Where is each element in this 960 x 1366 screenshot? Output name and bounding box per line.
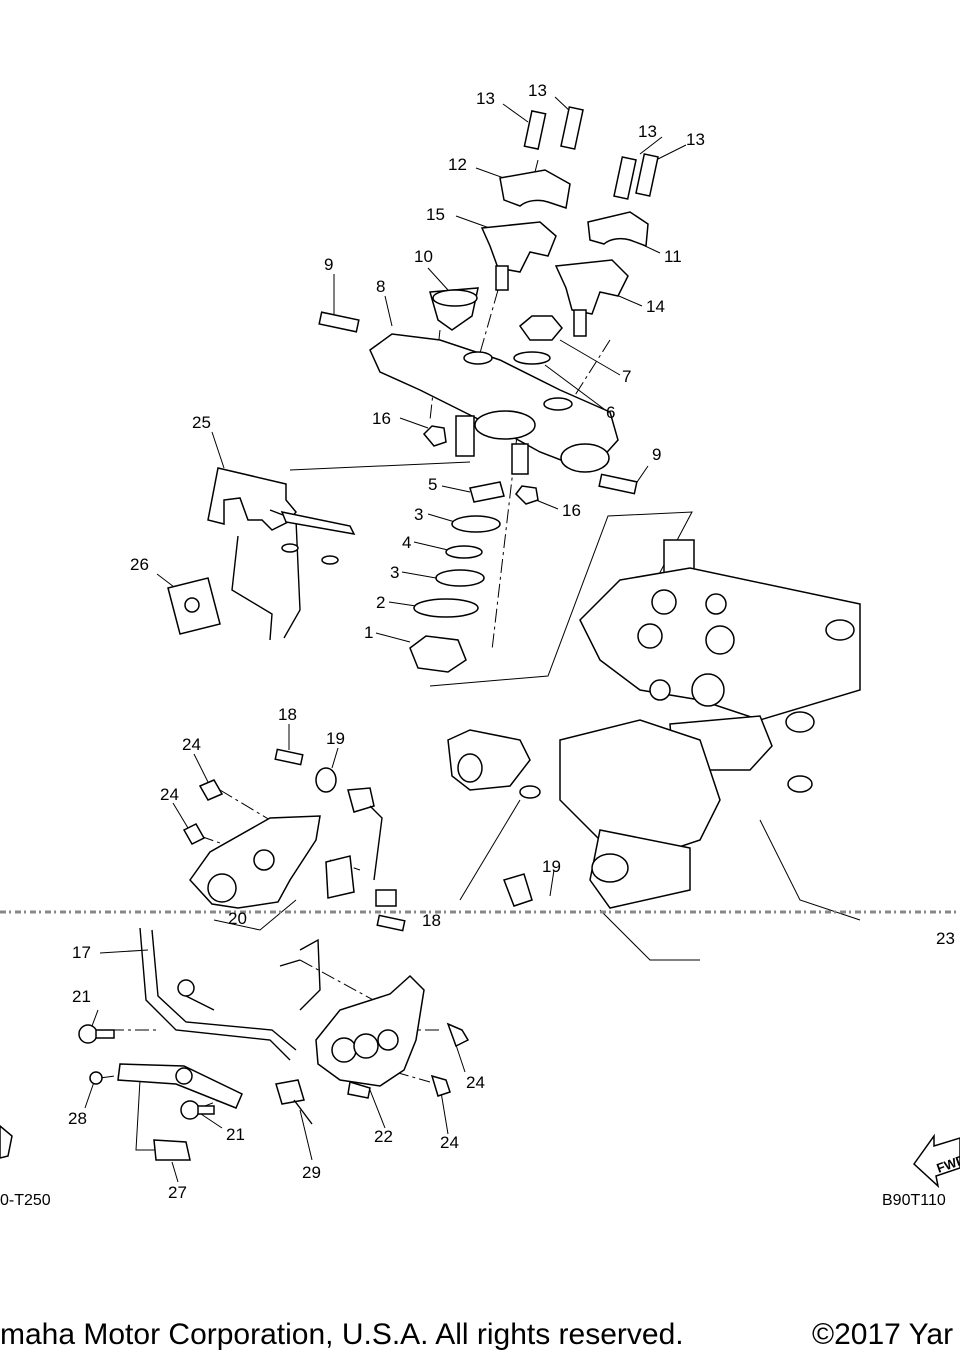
callout-3: 3 [414, 505, 423, 524]
callout-26: 26 [130, 555, 149, 574]
callout-11: 11 [664, 247, 682, 266]
fwd-arrow-left-icon [0, 1125, 13, 1159]
callout-17: 17 [72, 943, 91, 962]
middle-bracket [182, 748, 406, 932]
footer-copyright-left: maha Motor Corporation, U.S.A. All right… [0, 1318, 684, 1351]
callout-10: 10 [414, 247, 433, 266]
callout-27: 27 [168, 1183, 187, 1202]
callout-29: 29 [302, 1163, 321, 1182]
callout-16: 16 [562, 501, 581, 520]
callout-2: 2 [376, 593, 385, 612]
upper-bracket [318, 287, 638, 495]
callout-21: 21 [72, 987, 91, 1006]
callout-28: 28 [68, 1109, 87, 1128]
collar-19-right [503, 873, 533, 907]
callout-24: 24 [182, 735, 201, 754]
callout-19: 19 [542, 857, 561, 876]
callout-14: 14 [646, 297, 665, 316]
stay-17 [139, 927, 321, 1061]
callout-21: 21 [226, 1125, 245, 1144]
footer-copyright-right: ©2017 Yar [812, 1318, 954, 1351]
lower-clamp-holders [480, 221, 629, 337]
callout-16: 16 [372, 409, 391, 428]
callout-24: 24 [466, 1073, 485, 1092]
callout-22: 22 [374, 1127, 393, 1146]
frame-head [447, 539, 861, 961]
callout-6: 6 [606, 403, 615, 422]
bracket-22 [315, 974, 470, 1099]
callout-25: 25 [192, 413, 211, 432]
callout-20: 20 [228, 909, 247, 928]
callout-8: 8 [376, 277, 385, 296]
callout-numbers: 13 13 13 13 12 15 11 14 9 10 8 7 6 16 25… [68, 81, 955, 1202]
callout-9: 9 [652, 445, 661, 464]
left-diagram-code: 0-T250 [0, 1192, 51, 1209]
fwd-arrow-right-icon: FWD [913, 1133, 960, 1189]
callout-12: 12 [448, 155, 467, 174]
steering-stem-stack [409, 481, 505, 673]
callout-1: 1 [364, 623, 373, 642]
callout-4: 4 [402, 533, 411, 552]
callout-18: 18 [422, 911, 441, 930]
callout-24: 24 [440, 1133, 459, 1152]
right-diagram-code: B90T110 [882, 1192, 946, 1209]
callout-18: 18 [278, 705, 297, 724]
callout-24: 24 [160, 785, 179, 804]
handlebar-bolts [523, 106, 659, 200]
callout-13: 13 [638, 122, 657, 141]
bracket-25 [167, 467, 356, 641]
callout-19: 19 [326, 729, 345, 748]
nuts-washers [422, 315, 563, 505]
callout-3: 3 [390, 563, 399, 582]
upper-clamps [499, 169, 649, 248]
callout-15: 15 [426, 205, 445, 224]
callout-9: 9 [324, 255, 333, 274]
callout-13: 13 [528, 81, 547, 100]
callout-7: 7 [622, 367, 631, 386]
callout-13: 13 [476, 89, 495, 108]
lower-fasteners [78, 1024, 313, 1161]
callout-5: 5 [428, 475, 437, 494]
callout-23: 23 [936, 929, 955, 948]
callout-13: 13 [686, 130, 705, 149]
